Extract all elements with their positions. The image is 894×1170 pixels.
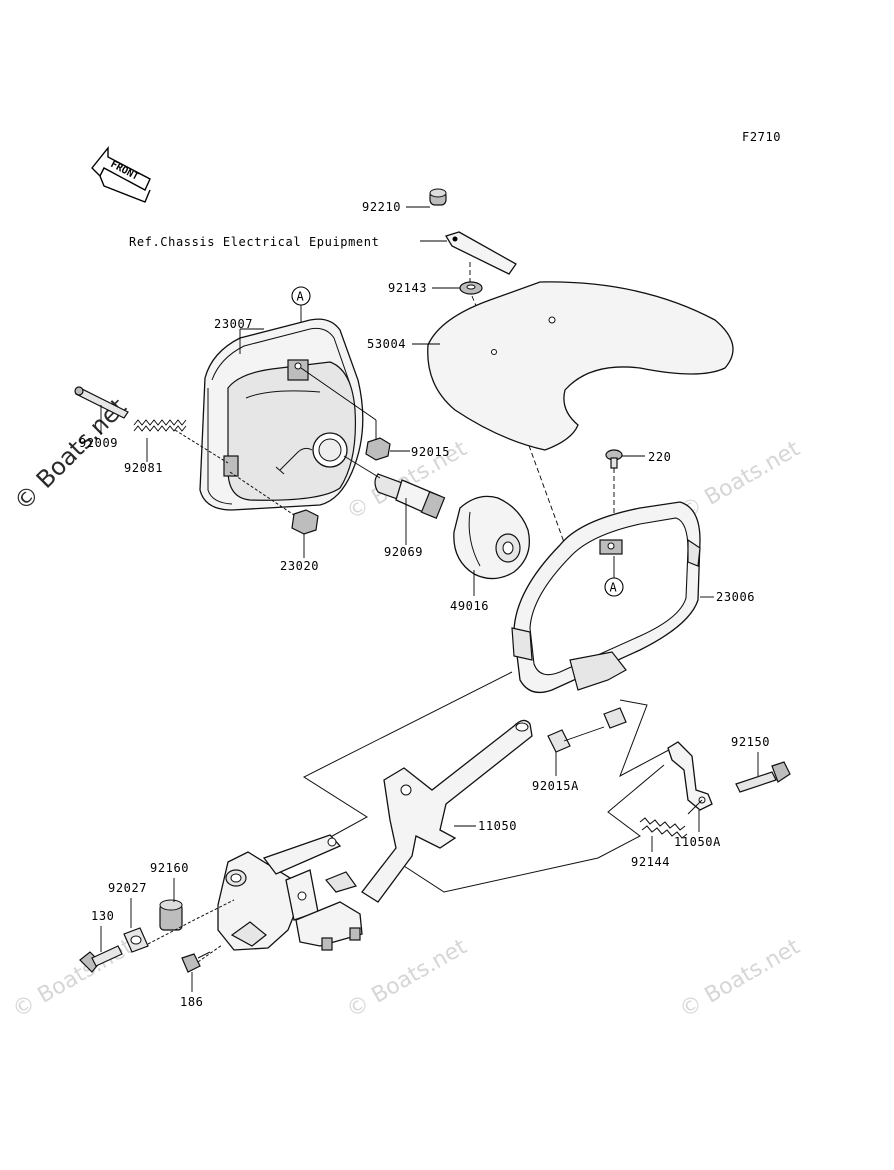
label-92081: 92081	[124, 461, 163, 475]
screw-220	[605, 449, 623, 469]
label-53004: 53004	[367, 337, 406, 351]
label-130: 130	[91, 909, 114, 923]
bulb-92069	[374, 473, 446, 545]
bracket-11050	[361, 719, 533, 903]
spring-92144	[639, 799, 703, 839]
cover-53004	[427, 281, 734, 451]
callout-a-bottom: A	[604, 556, 624, 597]
figure-code: F2710	[742, 130, 781, 144]
svg-text:A: A	[610, 581, 618, 595]
bolt-186	[181, 951, 211, 973]
label-92143: 92143	[388, 281, 427, 295]
collar-92027	[123, 927, 149, 953]
label-92150: 92150	[731, 735, 770, 749]
label-92210: 92210	[362, 200, 401, 214]
watermark: © Boats.net	[676, 934, 805, 1023]
label-92009: 92009	[79, 436, 118, 450]
washer-92143	[459, 281, 483, 295]
grommet-92160	[159, 899, 183, 931]
nut-92015	[365, 437, 391, 461]
boot-49016	[453, 495, 531, 580]
nut-23020	[291, 509, 319, 535]
lower-mount	[217, 834, 363, 951]
label-92069: 92069	[384, 545, 423, 559]
bolt-130	[79, 945, 123, 973]
label-23007: 23007	[214, 317, 253, 331]
frame-23006	[511, 501, 701, 694]
bracket-strap	[445, 231, 517, 275]
label-92015: 92015	[411, 445, 450, 459]
label-11050: 11050	[478, 819, 517, 833]
label-92144: 92144	[631, 855, 670, 869]
label-92160: 92160	[150, 861, 189, 875]
bracket-11050a	[667, 741, 713, 811]
cap-nut-92210	[429, 188, 447, 206]
clip-92015a	[547, 707, 627, 753]
label-92015a: 92015A	[532, 779, 579, 793]
label-23020: 23020	[280, 559, 319, 573]
watermark: © Boats.net	[343, 436, 472, 525]
bolt-92150	[735, 761, 791, 793]
label-11050a: 11050A	[674, 835, 721, 849]
label-23006: 23006	[716, 590, 755, 604]
label-92027: 92027	[108, 881, 147, 895]
watermark: © Boats.net	[343, 934, 472, 1023]
label-186: 186	[180, 995, 203, 1009]
reference-note: Ref.Chassis Electrical Epuipment	[129, 235, 379, 249]
bulb-socket	[275, 432, 348, 475]
front-arrow-icon: FRONT	[91, 146, 151, 203]
headlamp-23007	[199, 318, 364, 511]
screw-92009	[74, 386, 129, 419]
svg-text:A: A	[297, 290, 305, 304]
watermark: © Boats.net	[676, 436, 805, 525]
label-49016: 49016	[450, 599, 489, 613]
label-220: 220	[648, 450, 671, 464]
spring-92081	[133, 419, 187, 432]
